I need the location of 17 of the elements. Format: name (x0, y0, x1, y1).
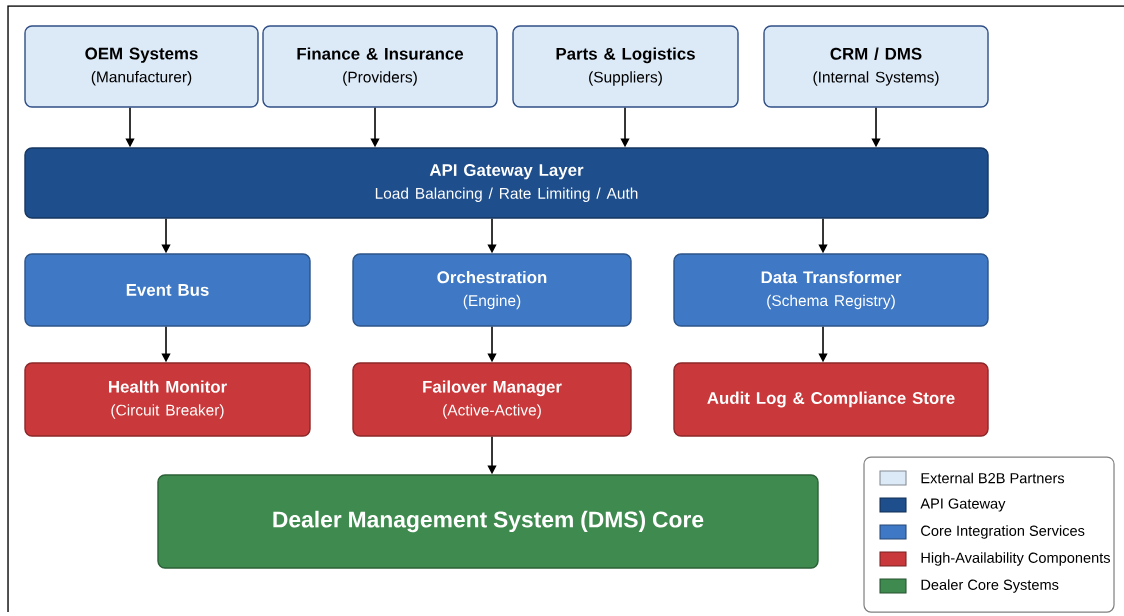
legend-label: High-Availability Components (921, 552, 1110, 566)
legend-label: Core Integration Services (921, 525, 1085, 539)
legend-label: External B2B Partners (921, 472, 1065, 484)
service-box: Event Bus (24, 253, 311, 327)
partner-box: CRM / DMS (Internal Systems) (763, 25, 989, 108)
core-system-box: Dealer Management System (DMS) Core (157, 474, 819, 569)
partner-box: Parts & Logistics (Suppliers) (512, 25, 739, 108)
partner-box: Finance & Insurance (Providers) (262, 25, 498, 108)
gateway-bar: API Gateway Layer Load Balancing / Rate Limiting / Auth (24, 147, 989, 219)
service-box: Data Transformer (Schema Registry) (673, 253, 989, 327)
legend-label: Dealer Core Systems (921, 579, 1059, 593)
component-box: Health Monitor (Circuit Breaker) (24, 362, 311, 437)
component-box: Failover Manager (Active-Active) (352, 362, 632, 437)
component-box: Audit Log & Compliance Store (673, 362, 989, 437)
service-box: Orchestration (Engine) (352, 253, 632, 327)
partner-box: OEM Systems (Manufacturer) (24, 25, 259, 108)
legend-label: API Gateway (920, 498, 1006, 512)
